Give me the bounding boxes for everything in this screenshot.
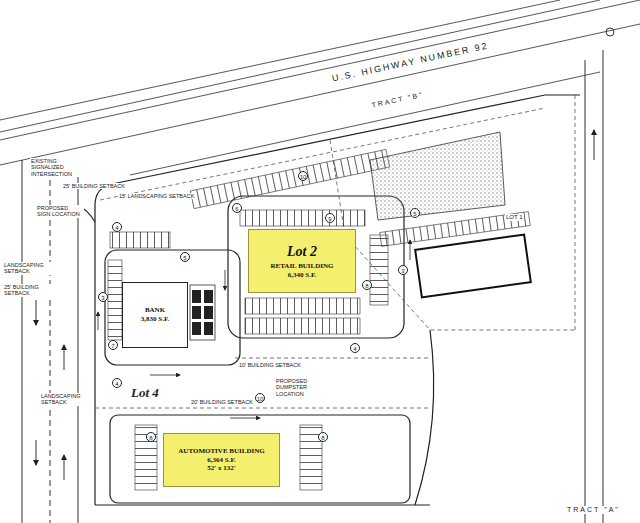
site-curbs	[78, 95, 580, 505]
building-name: AUTOMOTIVE BUILDING	[178, 447, 264, 456]
lot-name: Lot 4	[130, 386, 160, 401]
building-detail: 6,364 S.F.	[207, 456, 236, 465]
traffic-arrow	[64, 345, 65, 370]
plan-note: EXISTING SIGNALIZED INTERSECTION	[30, 158, 82, 177]
setback-note: 15' LANDSCAPING SETBACK	[118, 193, 195, 199]
setback-note: LANDSCAPING SETBACK	[3, 262, 51, 275]
tract-name: TRACT "A"	[566, 506, 621, 514]
plan-note: PROPOSED DUMPSTER LOCATION	[275, 378, 332, 397]
callout-number: 5	[410, 208, 420, 218]
setback-note: 20' BUILDING SETBACK	[190, 399, 254, 405]
parking-row	[135, 425, 157, 490]
parking-row	[108, 260, 122, 340]
callout-number: 4	[112, 378, 122, 388]
setback-note: 25' BUILDING SETBACK	[62, 183, 126, 189]
parking-row	[245, 318, 360, 334]
landscape-area	[370, 132, 505, 220]
parking-row	[245, 298, 360, 314]
setback-line	[235, 358, 430, 359]
car-symbol	[192, 290, 201, 303]
callout-number: 9	[325, 213, 335, 223]
retail-building: Lot 2RETAIL BUILDING6,340 S.F.	[248, 229, 356, 293]
lot4-parking	[110, 415, 410, 503]
callout-number: 7	[108, 340, 118, 350]
callout-number: 10	[255, 393, 265, 403]
car-symbol	[204, 290, 213, 303]
car-symbol	[204, 322, 213, 335]
drive-thru-lanes	[190, 285, 215, 340]
callout-number: 5	[180, 252, 190, 262]
callout-number: 3	[398, 265, 408, 275]
lot1-building	[415, 235, 531, 298]
setback-line	[95, 408, 430, 409]
parking-row	[190, 149, 389, 208]
traffic-arrow	[225, 270, 226, 290]
traffic-arrow	[36, 300, 37, 325]
traffic-arrow	[150, 375, 180, 376]
drive-curb	[415, 330, 434, 505]
lot-name: LOT 1	[505, 214, 524, 221]
callout-number: 8	[362, 280, 372, 290]
signal-symbol	[606, 28, 614, 36]
building-detail: 52' x 132'	[207, 464, 235, 473]
drive-thru	[190, 285, 215, 340]
building-detail: RETAIL BUILDING	[270, 262, 333, 271]
highway-edge	[0, 24, 640, 165]
parking-row	[110, 232, 170, 248]
streets	[22, 28, 614, 523]
traffic-arrow	[230, 418, 260, 419]
callout-number: 8	[146, 432, 156, 442]
callout-number: 4	[350, 343, 360, 353]
traffic-arrow	[98, 312, 99, 330]
lot-line	[575, 95, 576, 330]
setback-note: 25' BUILDING SETBACK	[3, 284, 51, 297]
plan-note: PROPOSED SIGN LOCATION	[36, 205, 84, 218]
parking-row	[240, 210, 365, 226]
site-boundary	[95, 95, 580, 505]
bank-drive-loop	[105, 250, 240, 365]
highway-lines	[0, 0, 640, 175]
setback-note: 10' BUILDING SETBACK	[238, 362, 302, 368]
building-name: Lot 2	[287, 243, 317, 261]
traffic-arrow	[36, 440, 37, 465]
building-detail: 6,340 S.F.	[288, 271, 317, 280]
callout-number: 4	[112, 222, 122, 232]
callout-number: 10	[298, 171, 308, 181]
traffic-arrow	[64, 455, 65, 480]
highway-lane	[0, 0, 640, 140]
traffic-arrow	[410, 240, 411, 260]
highway-edge	[0, 0, 600, 132]
building-detail: 3,830 S.F.	[141, 315, 170, 324]
callout-number: 3	[98, 292, 108, 302]
car-symbol	[192, 306, 201, 319]
tract-name: TRACT "B"	[370, 91, 425, 110]
road-edge	[603, 50, 604, 523]
car-symbol	[204, 306, 213, 319]
site-boundary	[95, 504, 430, 505]
traffic-arrow	[594, 130, 595, 160]
callout-number: 6	[232, 203, 242, 213]
setback-note: LANDSCAPING SETBACK	[40, 393, 84, 406]
building-name: BANK	[145, 306, 165, 315]
road-edge	[585, 60, 586, 523]
car-symbol	[192, 322, 201, 335]
road-edge	[22, 160, 23, 523]
setback-lines	[95, 95, 575, 408]
bank-building: BANK3,830 S.F.	[122, 282, 188, 348]
callout-number: 8	[318, 432, 328, 442]
automotive-building: AUTOMOTIVE BUILDING6,364 S.F.52' x 132'	[163, 433, 280, 487]
